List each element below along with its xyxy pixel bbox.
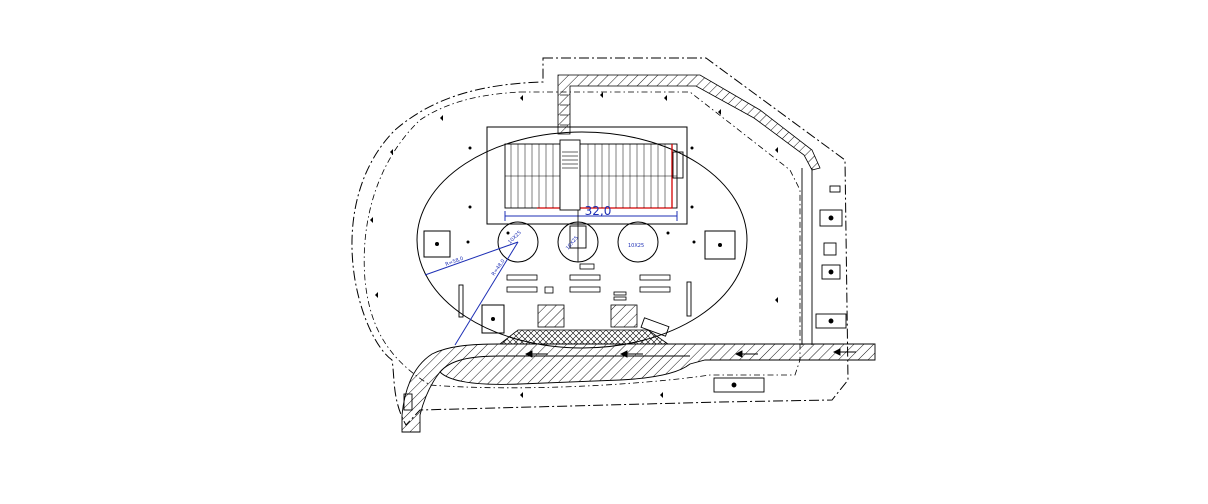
crane-circle-right <box>617 221 659 263</box>
building-bays <box>505 144 677 208</box>
right-facilities <box>403 168 847 411</box>
conveyor-edge-ticks <box>560 94 568 126</box>
working-area-ellipse <box>416 131 748 349</box>
road-arrows <box>524 348 856 358</box>
radius-line-2 <box>454 241 519 346</box>
crane-circle-left <box>497 221 539 263</box>
access-road <box>401 343 876 433</box>
pad-square-bottom-left <box>481 304 505 334</box>
pad-square-left <box>423 230 451 258</box>
platform-crosshatch <box>498 329 670 345</box>
barrier-right <box>686 281 692 317</box>
barrier-left <box>458 284 464 318</box>
fence-line <box>363 91 801 389</box>
angled-block <box>640 317 670 337</box>
perimeter-markers <box>370 92 778 398</box>
site-boundary <box>351 57 849 426</box>
building-end-block <box>672 151 684 179</box>
road-inner-curve <box>439 355 690 373</box>
top-conveyor <box>557 74 821 171</box>
dimension-label: 32,0 <box>585 204 612 218</box>
yard-points <box>466 146 696 244</box>
pad-left <box>537 304 565 328</box>
radius-label-1: R=58,0 <box>445 256 465 268</box>
dimension-32: 32,0 <box>504 204 678 221</box>
central-core <box>559 139 581 211</box>
unit-label-3: 10Х25 <box>628 243 644 249</box>
pad-right <box>610 304 638 328</box>
radius-line-1 <box>424 241 519 276</box>
pad-square-right <box>704 230 736 260</box>
building-red-edge <box>537 144 673 209</box>
storage-stacks <box>506 263 671 301</box>
